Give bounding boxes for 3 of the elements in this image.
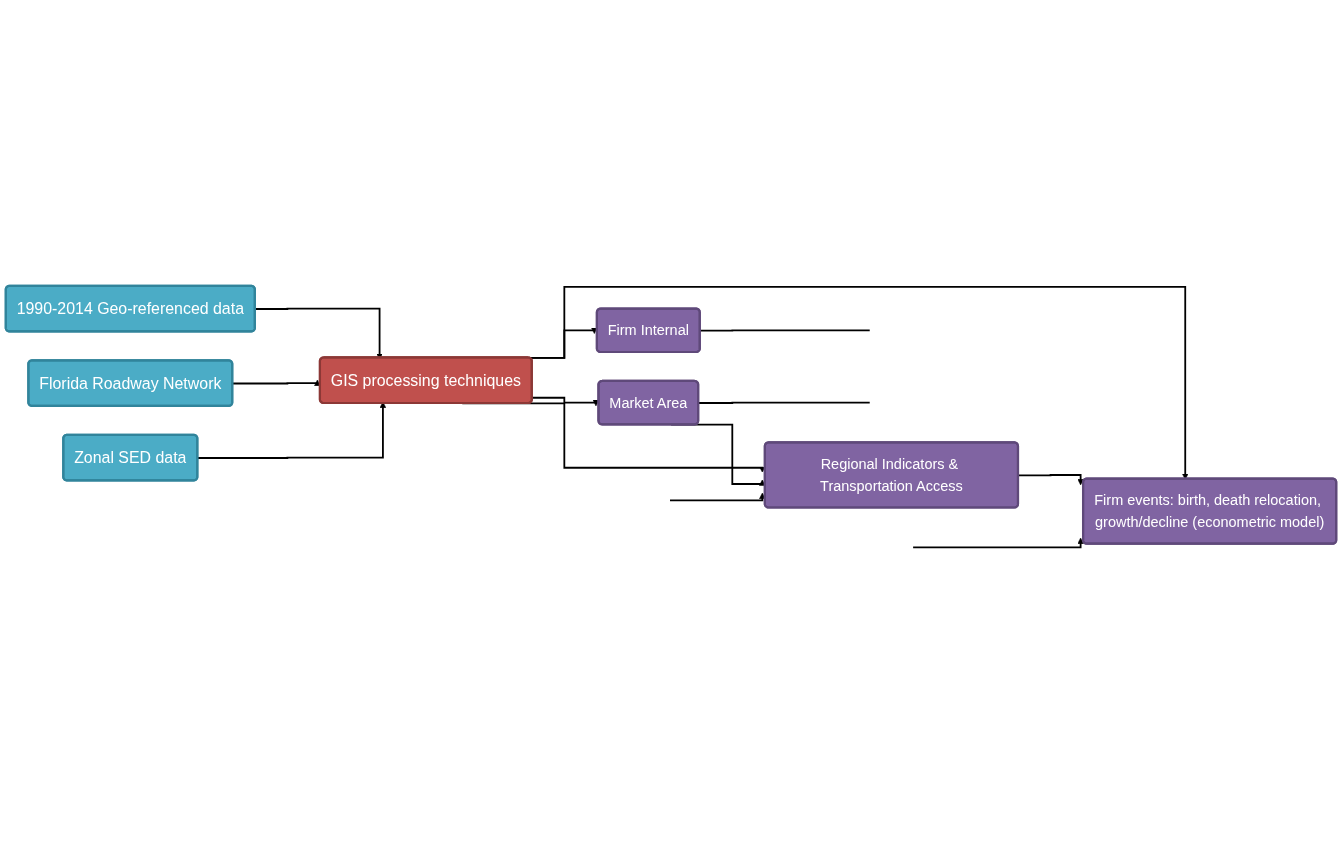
connector bbox=[699, 329, 871, 332]
arrow bbox=[912, 537, 1084, 549]
arrow bbox=[1017, 474, 1084, 486]
